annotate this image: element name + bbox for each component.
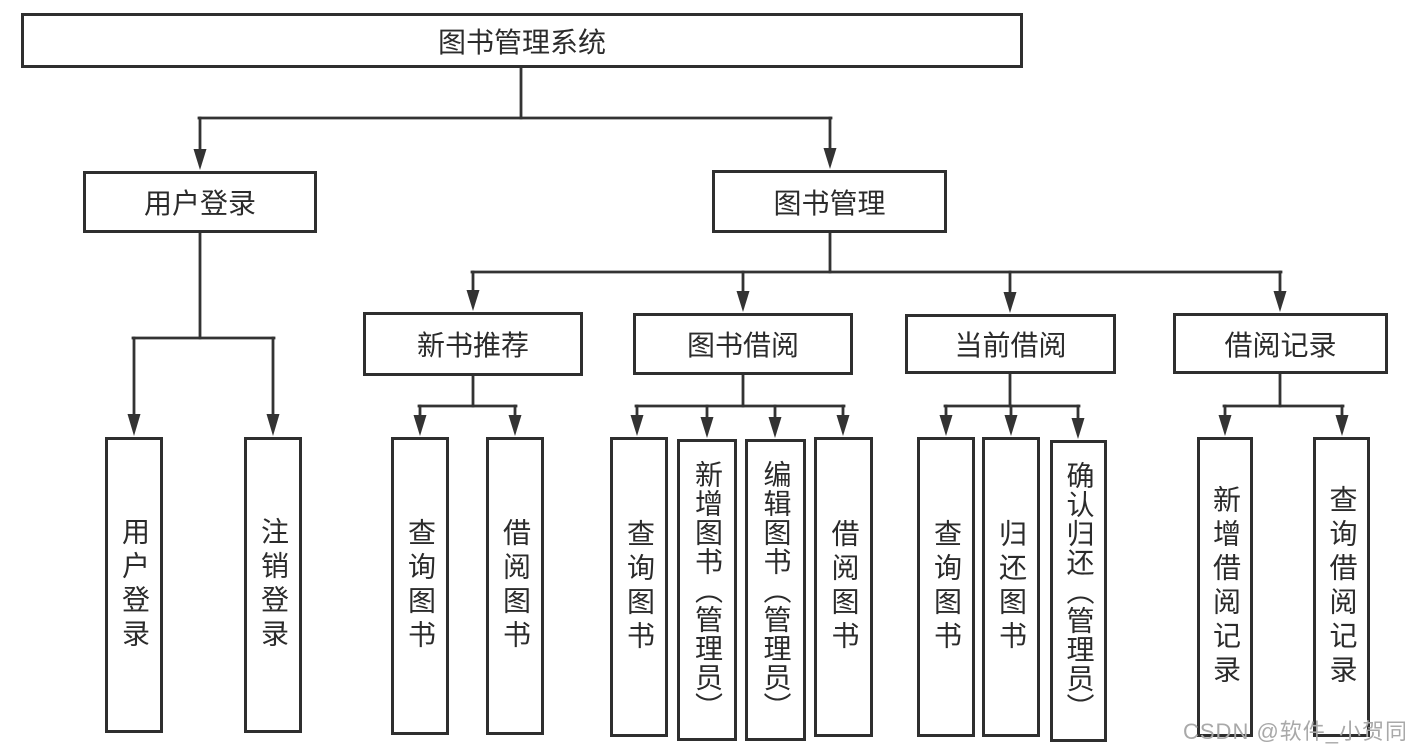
node-current-borrowing: 当前借阅 (905, 314, 1116, 374)
node-current-borrowing-label: 当前借阅 (954, 330, 1067, 361)
node-book-borrowing-label: 图书借阅 (686, 330, 799, 361)
leaf-borrow-book-borrowing-label: 借阅图书 (828, 519, 860, 655)
leaf-edit-book-admin: 编辑图书（管理员） (745, 439, 806, 741)
leaf-query-book-recommend-label: 查询图书 (405, 518, 436, 654)
leaf-user-login: 用户登录 (105, 437, 163, 733)
leaf-add-book-admin: 新增图书（管理员） (677, 439, 737, 741)
leaf-confirm-return-admin-label: 确认归还（管理员） (1063, 460, 1095, 722)
leaf-logout-label: 注销登录 (258, 517, 289, 653)
node-user-login-label: 用户登录 (143, 188, 256, 219)
csdn-watermark: CSDN @软件_小贺同学 (1183, 719, 1405, 744)
leaf-return-book-label: 归还图书 (996, 519, 1027, 655)
node-user-login: 用户登录 (83, 171, 317, 233)
leaf-add-book-admin-label: 新增图书（管理员） (692, 459, 723, 721)
leaf-borrow-book-borrowing: 借阅图书 (814, 437, 873, 737)
leaf-add-borrow-record-label: 新增借阅记录 (1210, 485, 1241, 689)
node-borrow-records: 借阅记录 (1173, 313, 1388, 374)
node-new-book-recommend: 新书推荐 (363, 312, 583, 376)
node-root: 图书管理系统 (21, 13, 1023, 68)
leaf-query-borrow-record: 查询借阅记录 (1313, 437, 1370, 737)
leaf-query-book-borrowing: 查询图书 (610, 437, 668, 737)
node-root-label: 图书管理系统 (437, 26, 606, 58)
leaf-query-book-recommend: 查询图书 (391, 437, 449, 735)
leaf-add-borrow-record: 新增借阅记录 (1197, 437, 1253, 737)
leaf-query-book-borrowing-label: 查询图书 (624, 519, 655, 655)
node-book-management-label: 图书管理 (773, 187, 886, 219)
leaf-borrow-book-recommend: 借阅图书 (486, 437, 544, 735)
node-borrow-records-label: 借阅记录 (1224, 329, 1337, 361)
node-book-management: 图书管理 (712, 170, 947, 233)
node-book-borrowing: 图书借阅 (633, 313, 853, 375)
leaf-user-login-label: 用户登录 (119, 517, 150, 653)
leaf-query-book-current: 查询图书 (917, 437, 975, 737)
leaf-edit-book-admin-label: 编辑图书（管理员） (760, 459, 792, 721)
leaf-borrow-book-recommend-label: 借阅图书 (500, 518, 531, 654)
leaf-confirm-return-admin: 确认归还（管理员） (1050, 440, 1107, 742)
leaf-logout: 注销登录 (244, 437, 302, 733)
leaf-query-borrow-record-label: 查询借阅记录 (1326, 485, 1358, 689)
leaf-query-book-current-label: 查询图书 (931, 519, 962, 655)
node-new-book-recommend-label: 新书推荐 (416, 330, 529, 361)
leaf-return-book: 归还图书 (982, 437, 1040, 737)
